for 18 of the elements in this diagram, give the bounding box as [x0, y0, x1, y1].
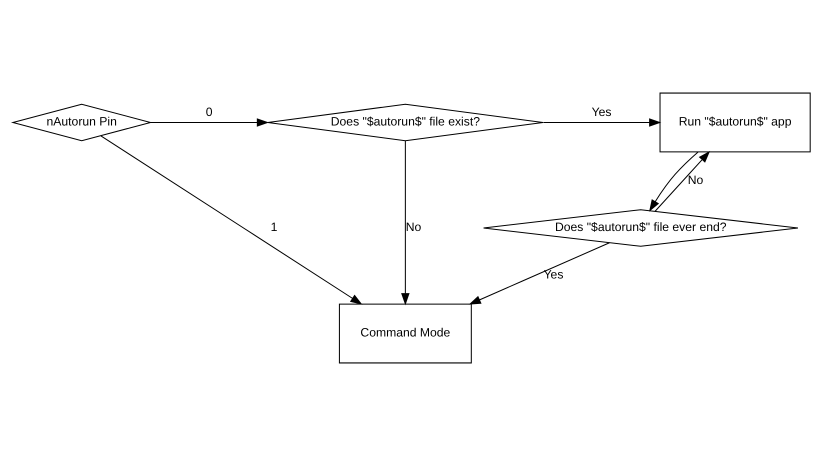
edge-label: No	[688, 172, 704, 187]
arrow	[401, 140, 410, 306]
node-box: Command Mode	[338, 304, 472, 364]
edge-label: 1	[270, 220, 278, 234]
edge-label: Yes	[544, 267, 564, 282]
node-diamond: nAutorun Pin	[10, 104, 152, 142]
arrow	[654, 150, 710, 212]
node-box: Run "$autorun$" app	[660, 92, 811, 152]
arrow	[468, 242, 610, 305]
arrow	[649, 152, 698, 212]
edge-label: No	[406, 220, 422, 234]
node-diamond: Does "$autorun$" file exist?	[267, 104, 544, 142]
edge-label: Yes	[592, 104, 612, 119]
arrow	[543, 118, 662, 127]
edge-label: 0	[206, 104, 212, 119]
node-diamond: Does "$autorun$" file ever end?	[483, 209, 798, 247]
arrow	[100, 136, 362, 305]
arrow	[150, 118, 270, 127]
